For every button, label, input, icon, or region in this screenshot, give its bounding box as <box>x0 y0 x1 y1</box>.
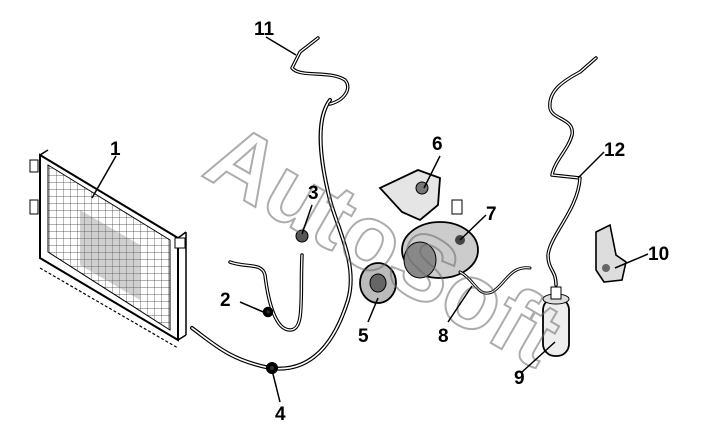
compressor <box>401 199 479 279</box>
valve <box>295 229 309 243</box>
compressor-bracket <box>378 169 441 222</box>
leader-lines <box>91 36 649 403</box>
callout-10: 10 <box>648 244 669 265</box>
pulley <box>359 262 397 304</box>
callout-12: 12 <box>604 140 625 161</box>
callout-4: 4 <box>275 404 286 425</box>
hose-part-2 <box>228 253 304 332</box>
callout-7: 7 <box>486 204 497 225</box>
watermark-text: AutoSoft <box>190 104 577 386</box>
condenser <box>29 149 187 349</box>
callout-3: 3 <box>308 183 319 204</box>
callout-9: 9 <box>514 368 525 389</box>
callout-1: 1 <box>110 139 121 160</box>
callout-8: 8 <box>438 326 449 347</box>
callout-2: 2 <box>220 290 231 311</box>
hose-part-12 <box>546 56 598 287</box>
hose-part-4 <box>190 98 353 374</box>
receiver-drier <box>542 286 570 357</box>
callout-5: 5 <box>358 326 369 347</box>
hose-part-8 <box>458 266 532 295</box>
hose-part-11 <box>290 36 350 106</box>
callout-6: 6 <box>432 134 443 155</box>
bracket-part-10 <box>595 223 627 283</box>
callout-11: 11 <box>254 19 275 40</box>
